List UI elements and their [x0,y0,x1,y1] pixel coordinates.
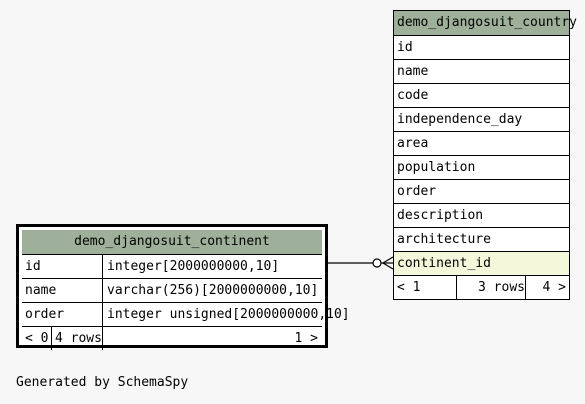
table-row[interactable]: id [394,35,569,59]
table-header: demo_djangosuit_continent [22,230,322,254]
column-name: order [25,307,65,322]
column-name: id [25,259,41,274]
column-type: integer unsigned[2000000000,10] [107,307,350,322]
parents-count: < 1 [397,280,421,295]
column-type: varchar(256)[2000000000,10] [107,283,319,298]
country-table[interactable]: demo_djangosuit_country id name code ind… [393,10,577,300]
column-name: population [397,160,476,175]
parents-count: < 0 [25,331,49,346]
children-count: 4 > [542,280,566,295]
continent-table[interactable]: demo_djangosuit_continent id integer[200… [16,224,350,350]
table-row[interactable]: id integer[2000000000,10] [22,254,322,278]
row-count: 4 rows [55,331,102,346]
table-row[interactable]: independence_day [394,107,569,131]
column-name: continent_id [397,256,491,271]
column-name: code [397,88,429,103]
table-row-foreign-key[interactable]: continent_id [394,251,569,275]
table-row[interactable]: code [394,83,569,107]
table-title: demo_djangosuit_country [397,15,578,30]
generated-by-text: Generated by SchemaSpy [16,375,189,390]
column-type: integer[2000000000,10] [107,259,280,274]
table-row[interactable]: description [394,203,569,227]
table-row[interactable]: order [394,179,569,203]
table-row[interactable]: order integer unsigned[2000000000,10] [22,302,350,326]
column-name: order [397,184,437,199]
column-name: description [397,208,484,223]
row-count: 3 rows [478,280,525,295]
column-name: name [397,64,429,79]
table-footer: < 0 4 rows 1 > [22,326,322,350]
column-name: id [397,40,413,55]
table-footer: < 1 3 rows 4 > [394,275,569,299]
table-row[interactable]: area [394,131,569,155]
table-row[interactable]: name [394,59,569,83]
children-count: 1 > [294,331,318,346]
table-row[interactable]: name varchar(256)[2000000000,10] [22,278,322,302]
column-name: independence_day [397,112,523,127]
column-name: area [397,136,429,151]
table-row[interactable]: architecture [394,227,569,251]
column-name: architecture [397,232,491,247]
table-row[interactable]: population [394,155,569,179]
column-name: name [25,283,57,298]
table-header: demo_djangosuit_country [394,11,577,35]
table-title: demo_djangosuit_continent [74,234,270,249]
